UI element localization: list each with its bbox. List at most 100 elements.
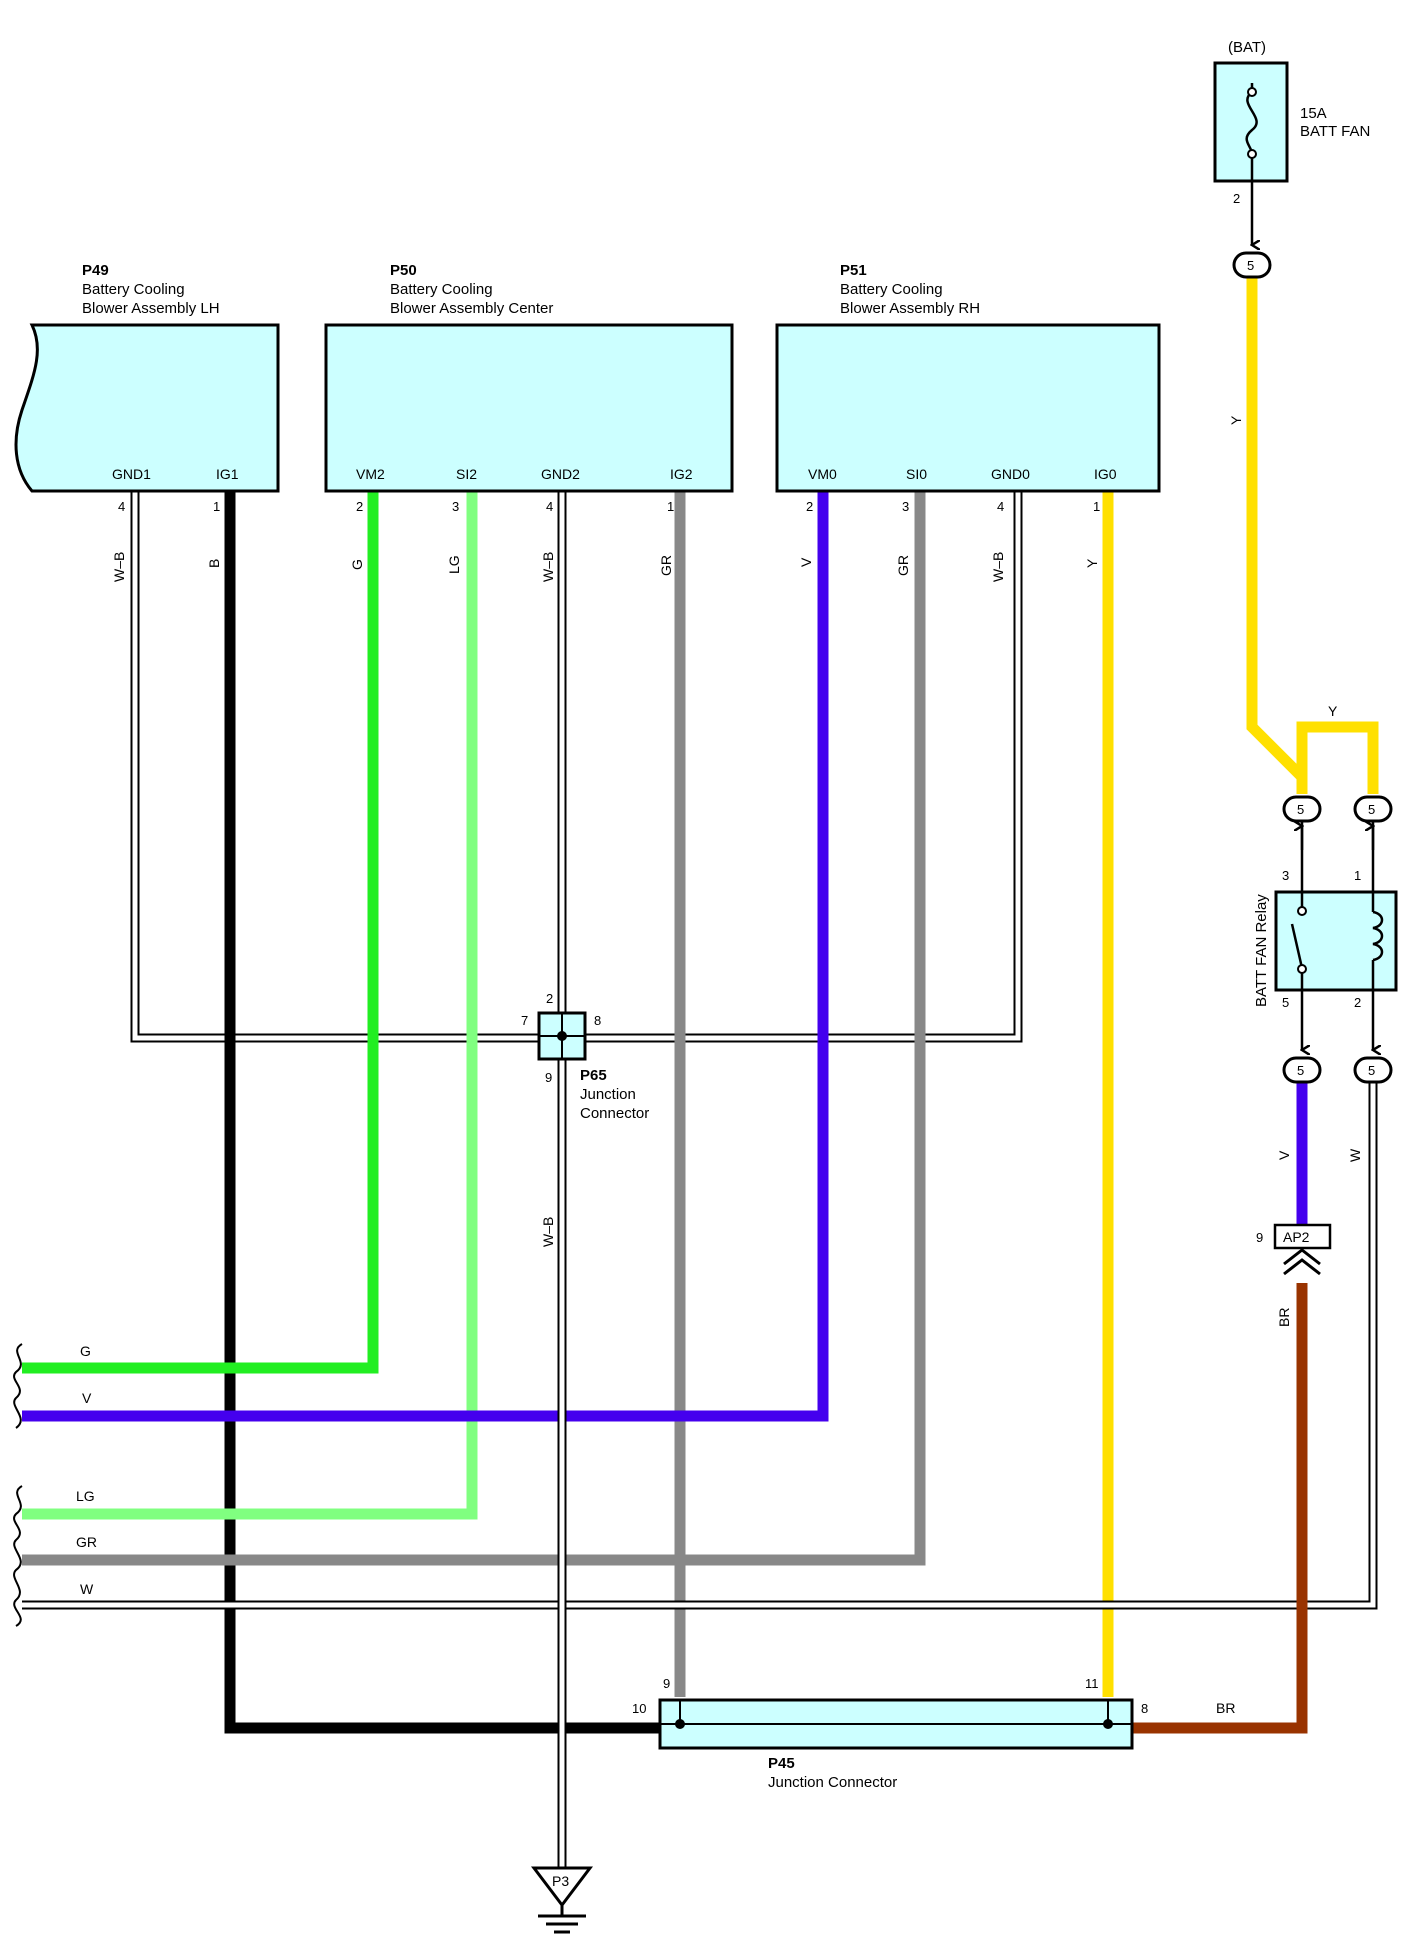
left-label-gr: GR	[76, 1534, 97, 1550]
junction-oval-relay-3: 5	[1282, 795, 1322, 823]
p51-pinnum-2: 2	[806, 499, 813, 514]
wire-b-ig1	[224, 491, 660, 1734]
fuse-wire-y: Y	[1228, 415, 1244, 425]
ap2-pin-9: 9	[1256, 1230, 1263, 1245]
relay-wire-w: W	[1347, 1148, 1363, 1162]
p50-wire-g: G	[349, 559, 365, 570]
connector-ap2: AP2 9 BR	[1256, 1223, 1332, 1327]
p65-pin-9: 9	[545, 1070, 552, 1085]
p50-pinnum-3: 3	[452, 499, 459, 514]
p50-pin-vm2: VM2	[356, 466, 385, 482]
ground-id: P3	[552, 1873, 569, 1889]
wire-wb-ground-network	[130, 491, 1023, 1868]
component-p45: 9 10 11 8 P45 Junction Connector BR	[632, 1676, 1235, 1791]
left-label-w: W	[80, 1581, 94, 1597]
p50-pinnum-4: 4	[546, 499, 553, 514]
wire-y-fuse	[1246, 277, 1308, 794]
svg-text:5: 5	[1297, 802, 1304, 817]
left-label-lg: LG	[76, 1488, 95, 1504]
relay-wire-y: Y	[1328, 703, 1338, 719]
p51-pin-ig0: IG0	[1094, 466, 1117, 482]
p45-pin-9: 9	[663, 1676, 670, 1691]
ap2-id: AP2	[1283, 1229, 1310, 1245]
junction-oval-relay-5: 5	[1282, 1056, 1322, 1084]
relay-pin-2: 2	[1354, 995, 1361, 1010]
p50-line2: Blower Assembly Center	[390, 300, 553, 317]
p50-pinnum-2: 2	[356, 499, 363, 514]
p45-line1: Junction Connector	[768, 1774, 897, 1791]
p51-pinnum-1: 1	[1093, 499, 1100, 514]
p65-id: P65	[580, 1067, 607, 1084]
p51-pinnum-4: 4	[997, 499, 1004, 514]
p65-line2: Connector	[580, 1105, 649, 1122]
relay-wire-v: V	[1276, 1150, 1292, 1160]
junction-oval-relay-2: 5	[1353, 1056, 1393, 1084]
fuse-name: BATT FAN	[1300, 123, 1370, 140]
p50-wire-gr: GR	[658, 555, 674, 576]
p45-pin-8: 8	[1141, 1701, 1148, 1716]
component-p51: P51 Battery Cooling Blower Assembly RH V…	[775, 262, 1161, 582]
p51-id: P51	[840, 262, 867, 279]
p65-pin-2: 2	[546, 991, 553, 1006]
fuse-rating: 15A	[1300, 105, 1327, 122]
junction-oval-relay-1: 5	[1353, 795, 1393, 823]
fuse-source: (BAT)	[1228, 39, 1266, 56]
p51-wire-gr: GR	[895, 555, 911, 576]
p49-pinnum-4: 4	[118, 499, 125, 514]
relay-name: BATT FAN Relay	[1253, 894, 1270, 1007]
relay-pin-1: 1	[1354, 868, 1361, 883]
wire-br	[1132, 1283, 1308, 1734]
left-label-v: V	[82, 1390, 92, 1406]
wire-y-relay-coil	[1296, 721, 1379, 794]
p49-wire-b: B	[206, 559, 222, 568]
relay-pin-3: 3	[1282, 868, 1289, 883]
wires	[22, 277, 1379, 1868]
p51-wire-wb: W–B	[990, 552, 1006, 582]
relay-pin-5: 5	[1282, 995, 1289, 1010]
ap2-wire-br: BR	[1276, 1308, 1292, 1327]
component-p50: P50 Battery Cooling Blower Assembly Cent…	[324, 262, 734, 582]
p51-wire-v: V	[798, 557, 814, 567]
p49-pinnum-1: 1	[213, 499, 220, 514]
junction-ovals: 5 5 5 5 5	[1232, 251, 1393, 1084]
wire-g-vm2	[22, 491, 379, 1374]
p49-id: P49	[82, 262, 109, 279]
p51-line2: Blower Assembly RH	[840, 300, 980, 317]
p50-line1: Battery Cooling	[390, 281, 493, 298]
p65-pin-7: 7	[521, 1013, 528, 1028]
p49-wire-wb: W–B	[111, 552, 127, 582]
wire-v-vm0	[22, 491, 829, 1422]
wire-w-relay	[22, 1083, 1378, 1610]
p50-pin-gnd2: GND2	[541, 466, 580, 482]
svg-text:5: 5	[1368, 802, 1375, 817]
wire-gr-si0	[22, 491, 926, 1566]
p49-pin-ig1: IG1	[216, 466, 239, 482]
p45-pin-11: 11	[1085, 1676, 1099, 1691]
p45-wire-br: BR	[1216, 1700, 1235, 1716]
p50-pin-ig2: IG2	[670, 466, 693, 482]
ground-p3: P3	[530, 1866, 594, 1934]
p50-pinnum-1: 1	[667, 499, 674, 514]
p49-pin-gnd1: GND1	[112, 466, 151, 482]
junction-oval-fuse: 5	[1232, 251, 1272, 279]
p65-wire-wb: W–B	[540, 1217, 556, 1247]
fuse-pin-2: 2	[1233, 191, 1240, 206]
wire-lg-si2	[22, 491, 478, 1520]
p51-pin-si0: SI0	[906, 466, 927, 482]
svg-text:5: 5	[1297, 1063, 1304, 1078]
p51-line1: Battery Cooling	[840, 281, 943, 298]
svg-text:5: 5	[1247, 258, 1254, 273]
svg-text:5: 5	[1368, 1063, 1375, 1078]
fuse-batt-fan: (BAT) 15A BATT FAN 2 Y	[1213, 39, 1370, 425]
p50-wire-wb: W–B	[540, 552, 556, 582]
component-p49: P49 Battery Cooling Blower Assembly LH G…	[14, 262, 280, 582]
left-wire-labels: G V LG GR W	[13, 1343, 97, 1627]
p50-wire-lg: LG	[446, 555, 462, 574]
component-p65: 2 7 8 9 P65 Junction Connector W–B	[521, 991, 649, 1247]
p51-pinnum-3: 3	[902, 499, 909, 514]
p50-id: P50	[390, 262, 417, 279]
p51-wire-y: Y	[1084, 558, 1100, 568]
p50-pin-si2: SI2	[456, 466, 477, 482]
p51-pin-gnd0: GND0	[991, 466, 1030, 482]
